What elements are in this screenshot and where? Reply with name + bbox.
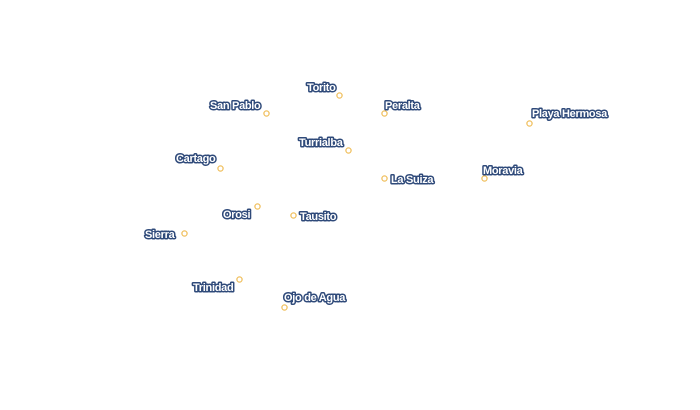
place-marker[interactable] <box>281 304 288 311</box>
place-marker[interactable] <box>181 230 188 237</box>
place-label: Moravia <box>483 165 524 177</box>
place-marker[interactable] <box>217 165 224 172</box>
place-marker[interactable] <box>481 175 488 182</box>
place-san-pablo[interactable]: San Pablo <box>209 99 270 117</box>
place-turrialba[interactable]: Turrialba <box>298 136 352 154</box>
place-marker[interactable] <box>345 147 352 154</box>
place-label: Orosi <box>223 209 250 221</box>
place-marker[interactable] <box>526 120 533 127</box>
place-label: Ojo de Agua <box>284 292 346 304</box>
place-sierra[interactable]: Sierra <box>144 228 188 243</box>
place-ojo-de-agua[interactable]: Ojo de Agua <box>281 291 348 311</box>
place-label: Peralta <box>385 100 421 112</box>
place-torito[interactable]: Torito <box>306 81 343 99</box>
place-label: San Pablo <box>210 100 261 112</box>
place-tausito[interactable]: Tausito <box>290 210 339 225</box>
place-marker[interactable] <box>381 110 388 117</box>
place-moravia[interactable]: Moravia <box>481 164 525 182</box>
place-marker[interactable] <box>236 276 243 283</box>
place-label: Playa Hermosa <box>532 108 608 120</box>
place-trinidad[interactable]: Trinidad <box>192 276 243 296</box>
place-marker[interactable] <box>263 110 270 117</box>
place-label: Cartago <box>176 153 216 165</box>
place-peralta[interactable]: Peralta <box>381 99 423 117</box>
place-label: Turrialba <box>299 137 344 149</box>
place-label: Trinidad <box>193 282 233 294</box>
place-la-suiza[interactable]: La Suiza <box>381 173 436 188</box>
place-orosi[interactable]: Orosi <box>222 203 261 223</box>
place-marker[interactable] <box>336 92 343 99</box>
place-marker[interactable] <box>381 175 388 182</box>
place-marker[interactable] <box>290 212 297 219</box>
place-label: Tausito <box>300 211 337 223</box>
place-label: Sierra <box>145 229 176 241</box>
place-marker[interactable] <box>254 203 261 210</box>
place-label: La Suiza <box>391 174 434 186</box>
place-playa-hermosa[interactable]: Playa Hermosa <box>526 107 610 127</box>
place-cartago[interactable]: Cartago <box>175 152 224 172</box>
place-label: Torito <box>307 82 336 94</box>
